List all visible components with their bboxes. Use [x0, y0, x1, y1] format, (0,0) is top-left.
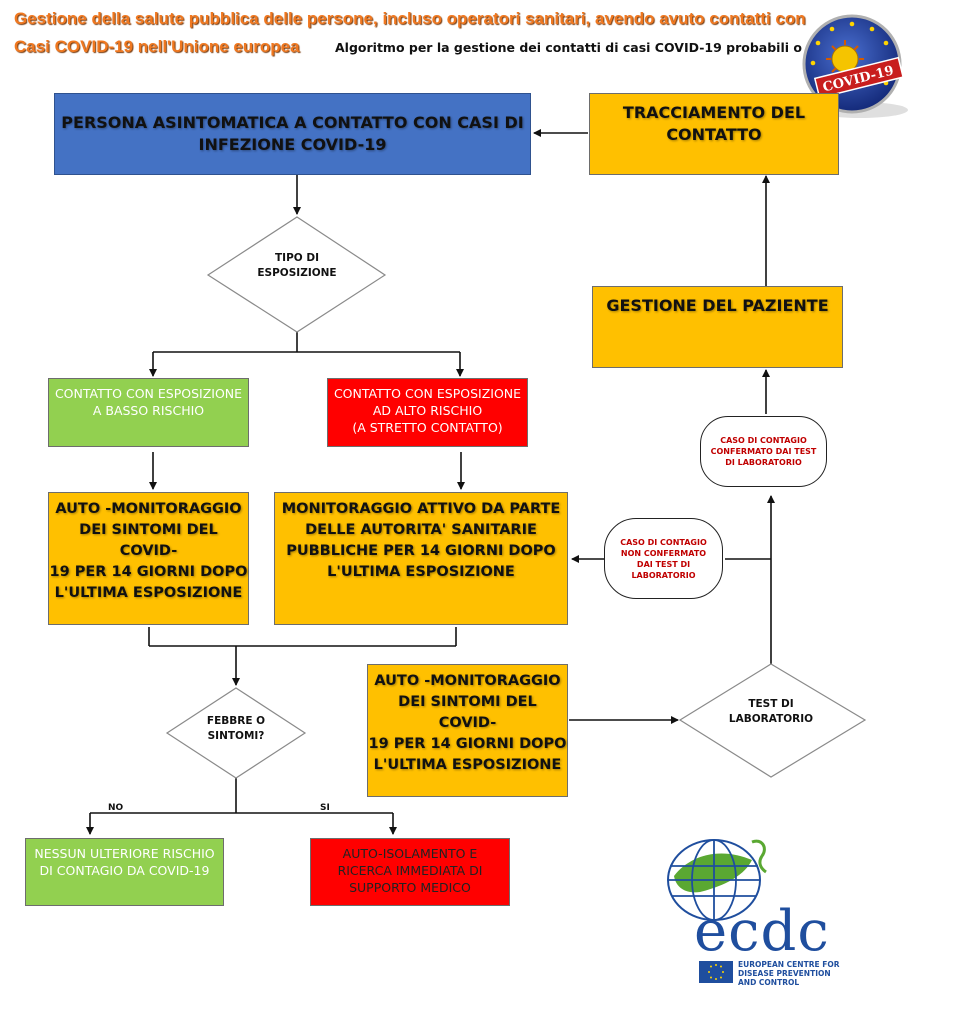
- high-risk-box: CONTATTO CON ESPOSIZIONE AD ALTO RISCHIO…: [327, 378, 528, 447]
- self-monitoring-mid-box: AUTO -MONITORAGGIO DEI SINTOMI DEL COVID…: [367, 664, 568, 797]
- exposure-diamond-shape: [206, 216, 387, 333]
- no-further-risk-label: NESSUN ULTERIORE RISCHIO DI CONTAGIO DA …: [34, 846, 215, 878]
- contact-tracing-label: TRACCIAMENTO DEL CONTATTO: [622, 103, 806, 144]
- confirmed-case-label: CASO DI CONTAGIO CONFERMATO DAI TEST DI …: [710, 436, 817, 467]
- self-isolation-box: AUTO-ISOLAMENTO E RICERCA IMMEDIATA DI S…: [310, 838, 510, 906]
- edge-label-yes: SI: [320, 803, 330, 813]
- no-further-risk-box: NESSUN ULTERIORE RISCHIO DI CONTAGIO DA …: [25, 838, 224, 906]
- asymptomatic-contact-box: PERSONA ASINTOMATICA A CONTATTO CON CASI…: [54, 93, 531, 175]
- self-monitoring-left-label: AUTO -MONITORAGGIO DEI SINTOMI DEL COVID…: [49, 501, 248, 601]
- asymptomatic-contact-label: PERSONA ASINTOMATICA A CONTATTO CON CASI…: [61, 113, 524, 154]
- ecdc-globe-icon: [667, 839, 767, 921]
- confirmed-case-pill: CASO DI CONTAGIO CONFERMATO DAI TEST DI …: [700, 416, 827, 487]
- self-monitoring-left-box: AUTO -MONITORAGGIO DEI SINTOMI DEL COVID…: [48, 492, 249, 625]
- lab-test-label: TEST DI LABORATORIO: [728, 698, 814, 725]
- ecdc-name-line2: DISEASE PREVENTION: [738, 969, 831, 978]
- ecdc-name-line1: EUROPEAN CENTRE FOR: [738, 960, 840, 969]
- edge-label-no: NO: [108, 803, 124, 813]
- self-isolation-label: AUTO-ISOLAMENTO E RICERCA IMMEDIATA DI S…: [337, 846, 483, 895]
- ecdc-wordmark: ecdc: [694, 899, 830, 964]
- lab-test-diamond-shape: [678, 663, 867, 778]
- patient-management-box: GESTIONE DEL PAZIENTE: [592, 286, 843, 368]
- ecdc-name-line3: AND CONTROL: [738, 978, 800, 987]
- fever-diamond-shape: [165, 687, 307, 779]
- header-title-line2: Casi COVID-19 nell'Unione europea: [14, 37, 300, 56]
- low-risk-label: CONTATTO CON ESPOSIZIONE A BASSO RISCHIO: [54, 386, 243, 418]
- header-subtitle: Algoritmo per la gestione dei contatti d…: [335, 40, 884, 55]
- exposure-type-label: TIPO DI ESPOSIZIONE: [257, 252, 337, 279]
- fever-symptoms-label: FEBBRE O SINTOMI?: [206, 715, 266, 742]
- header-title-line1: Gestione della salute pubblica delle per…: [14, 9, 806, 28]
- eu-flag-icon: [699, 961, 733, 983]
- self-monitoring-mid-label: AUTO -MONITORAGGIO DEI SINTOMI DEL COVID…: [368, 673, 567, 773]
- high-risk-label: CONTATTO CON ESPOSIZIONE AD ALTO RISCHIO…: [333, 386, 522, 435]
- active-monitoring-box: MONITORAGGIO ATTIVO DA PARTE DELLE AUTOR…: [274, 492, 568, 625]
- low-risk-box: CONTATTO CON ESPOSIZIONE A BASSO RISCHIO: [48, 378, 249, 447]
- patient-management-label: GESTIONE DEL PAZIENTE: [606, 296, 829, 315]
- active-monitoring-label: MONITORAGGIO ATTIVO DA PARTE DELLE AUTOR…: [281, 501, 561, 580]
- unconfirmed-case-pill: CASO DI CONTAGIO NON CONFERMATO DAI TEST…: [604, 518, 723, 599]
- contact-tracing-box: TRACCIAMENTO DEL CONTATTO: [589, 93, 839, 175]
- unconfirmed-case-label: CASO DI CONTAGIO NON CONFERMATO DAI TEST…: [620, 537, 707, 580]
